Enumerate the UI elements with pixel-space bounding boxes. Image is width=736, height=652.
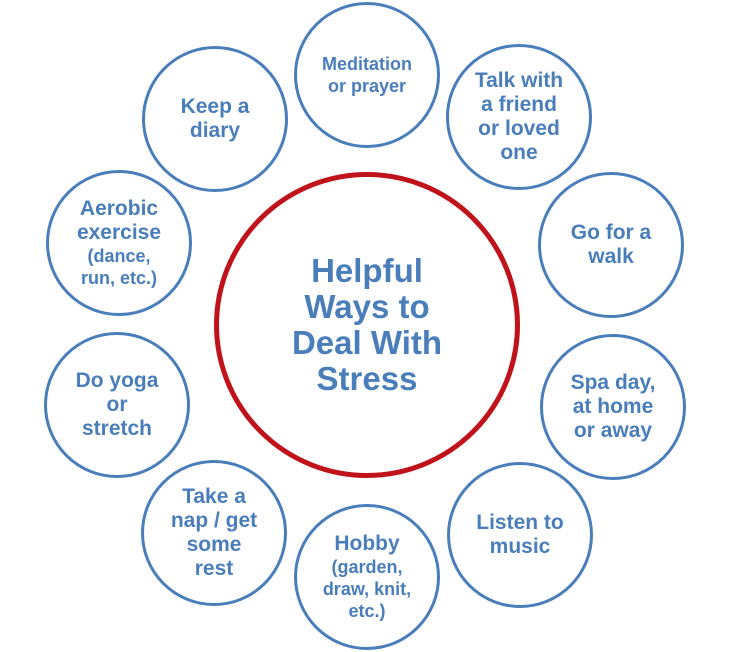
node-label-line: Keep a <box>180 95 250 118</box>
node-label-line: or loved <box>478 117 560 140</box>
node-label-line: stretch <box>81 417 153 440</box>
node-diary: Keep a diary <box>142 46 288 192</box>
node-label-line: (garden, <box>331 557 403 577</box>
node-label-line: rest <box>194 557 234 580</box>
node-music: Listen to music <box>447 462 593 608</box>
node-label-line: at home <box>572 395 654 418</box>
node-label-line: Go for a <box>570 221 652 244</box>
center-title-line: Stress <box>316 360 418 397</box>
node-aerobic: Aerobic exercise (dance, run, etc.) <box>46 170 192 316</box>
node-label-line: Hobby <box>334 532 400 555</box>
node-label-line: Aerobic <box>79 197 159 220</box>
node-label-line: draw, knit, <box>322 579 412 599</box>
node-label-line: diary <box>189 119 241 142</box>
node-yoga: Do yoga or stretch <box>44 332 190 478</box>
node-label-line: some <box>186 533 242 556</box>
node-label-line: etc.) <box>348 601 386 621</box>
node-meditation: Meditation or prayer <box>294 2 440 148</box>
node-label-line: or prayer <box>327 76 407 96</box>
node-label-line: music <box>489 535 551 558</box>
node-label-line: exercise <box>76 221 162 244</box>
center-title-line: Helpful <box>311 252 423 289</box>
node-talk-friend: Talk with a friend or loved one <box>446 44 592 190</box>
node-hobby: Hobby (garden, draw, knit, etc.) <box>294 504 440 650</box>
node-label-line: Spa day, <box>570 371 656 394</box>
node-spa-day: Spa day, at home or away <box>540 334 686 480</box>
node-label-line: Take a <box>182 485 246 508</box>
node-label-line: Talk with <box>474 69 564 92</box>
node-label-line: Meditation <box>322 54 412 74</box>
node-label-line: or away <box>573 419 653 442</box>
node-label-line: nap / get <box>170 509 258 532</box>
center-circle: Helpful Ways to Deal With Stress <box>214 172 520 478</box>
center-title-line: Deal With <box>291 324 443 361</box>
node-nap: Take a nap / get some rest <box>141 460 287 606</box>
node-label-line: Do yoga <box>75 369 159 392</box>
node-walk: Go for a walk <box>538 172 684 318</box>
node-label-line: walk <box>588 245 634 268</box>
node-label-line: Listen to <box>476 511 564 534</box>
node-label-line: or <box>106 393 128 416</box>
node-label-line: one <box>500 141 538 164</box>
node-label-line: (dance, <box>87 246 151 266</box>
center-title-line: Ways to <box>304 288 430 325</box>
node-label-line: run, etc.) <box>80 268 157 288</box>
node-label-line: a friend <box>481 93 557 116</box>
